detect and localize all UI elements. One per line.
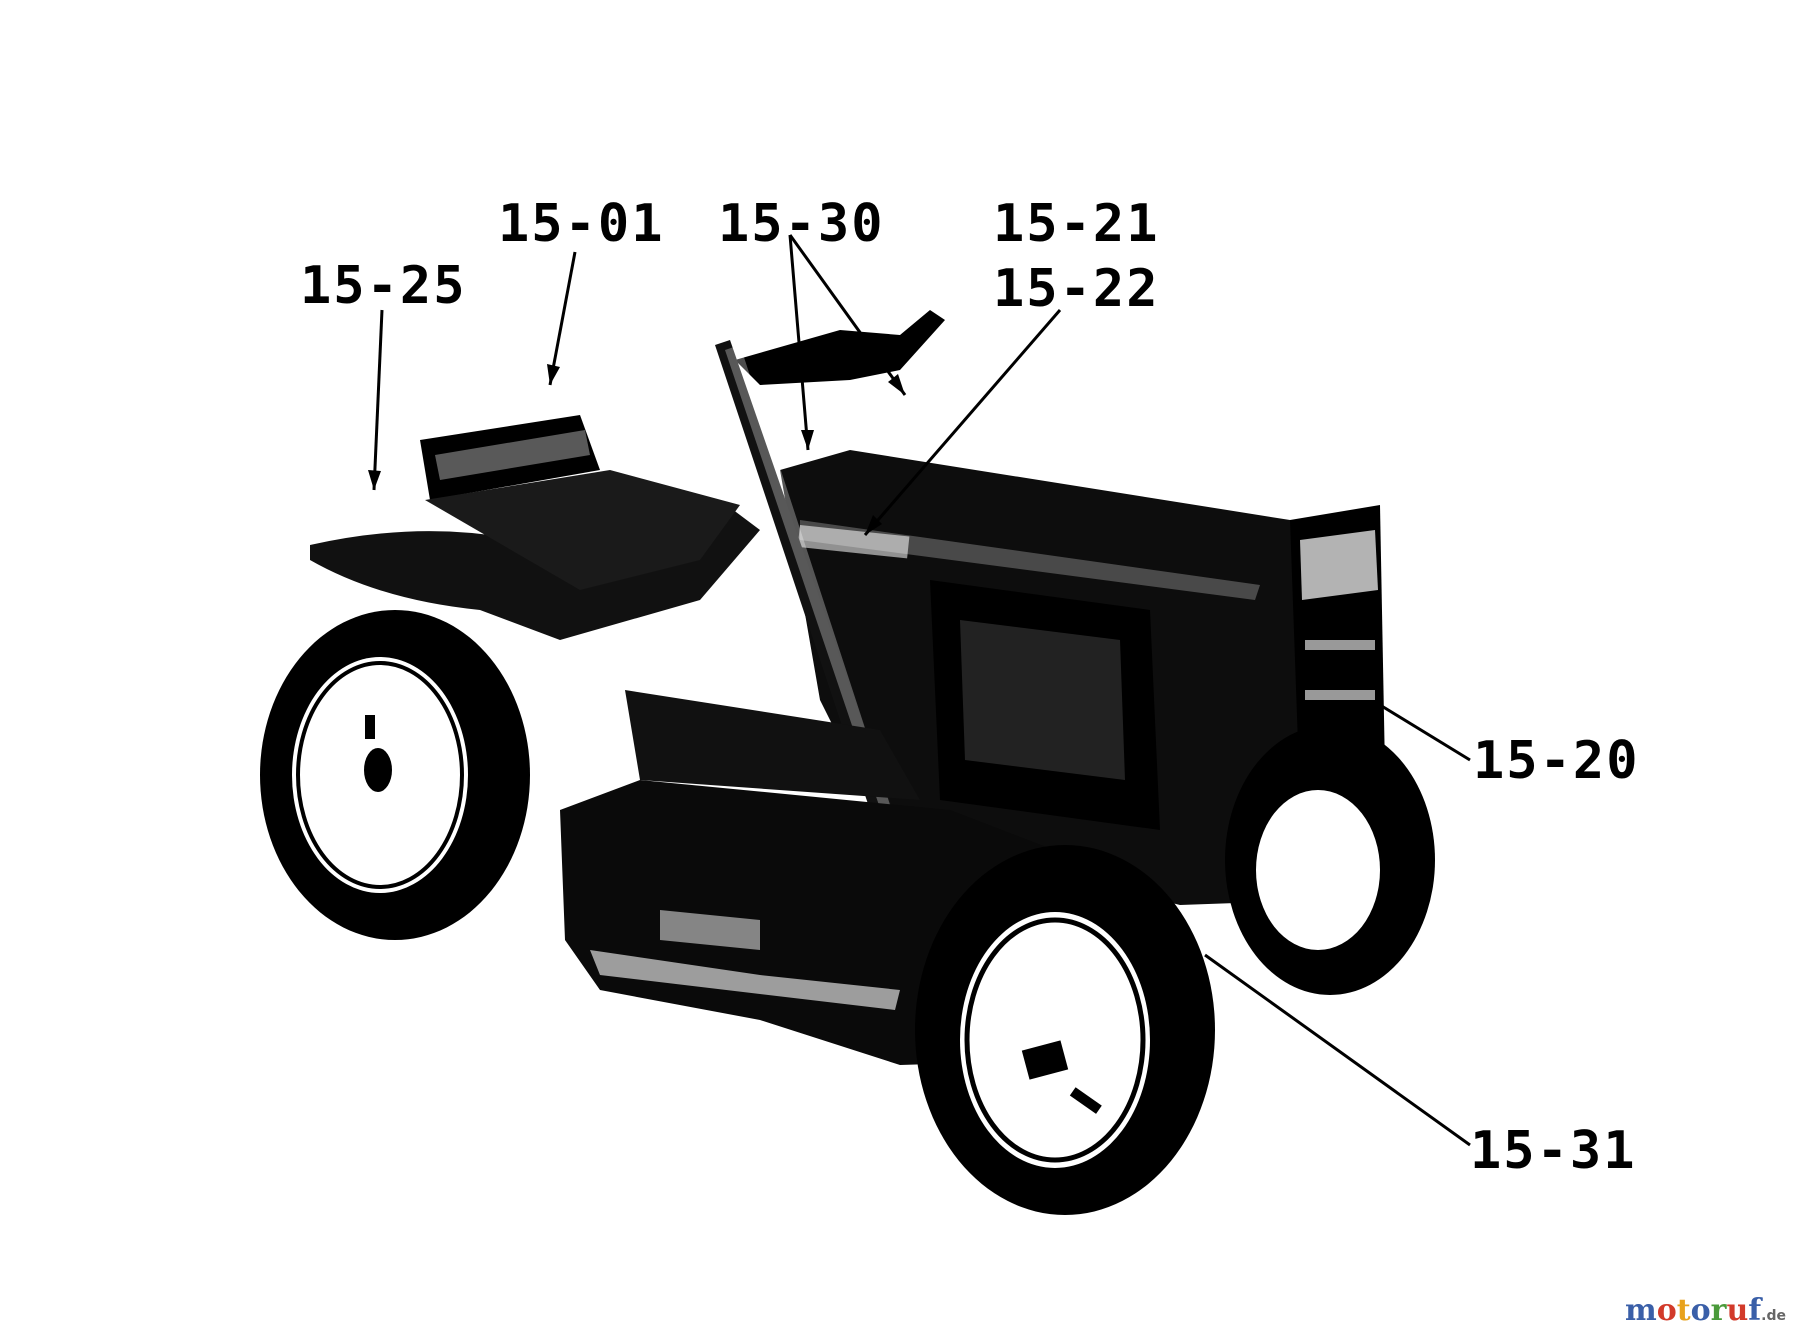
logo-letter: f	[1748, 1293, 1762, 1328]
logo-suffix: .de	[1761, 1308, 1786, 1324]
far-front-wheel	[1225, 725, 1435, 995]
part-label-15-25: 15-25	[300, 256, 467, 316]
part-label-15-22: 15-22	[993, 259, 1160, 319]
logo-letter: o	[1690, 1293, 1711, 1328]
part-label-15-31: 15-31	[1470, 1121, 1637, 1181]
part-label-15-21: 15-21	[993, 194, 1160, 254]
logo-letter: o	[1656, 1293, 1677, 1328]
leader-lines	[372, 234, 1471, 1147]
logo-wordmark: motoruf	[1625, 1293, 1761, 1328]
motoruf-logo: motoruf.de	[1625, 1296, 1786, 1326]
part-label-15-20: 15-20	[1473, 731, 1640, 791]
logo-letter: r	[1710, 1293, 1727, 1328]
logo-letter: u	[1726, 1293, 1749, 1328]
rear-wheel	[260, 610, 530, 940]
front-wheel	[915, 845, 1215, 1215]
part-label-15-01: 15-01	[498, 194, 665, 254]
logo-letter: m	[1624, 1293, 1657, 1328]
part-label-15-30: 15-30	[718, 194, 885, 254]
logo-letter: t	[1676, 1293, 1691, 1328]
